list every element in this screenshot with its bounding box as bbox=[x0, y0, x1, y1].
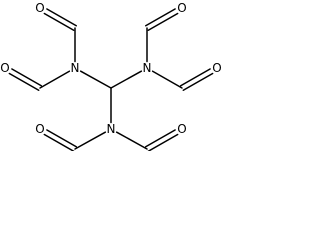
atom-labels-layer: N N N O O O O O O bbox=[0, 1, 221, 136]
nitrogen-atom-label: N bbox=[107, 122, 116, 136]
bond-line bbox=[11, 68, 43, 87]
double-bond-C3-O2 bbox=[8, 68, 43, 92]
single-bond-C1-N1 bbox=[79, 70, 112, 89]
bond-line bbox=[147, 133, 179, 151]
bond-line bbox=[179, 68, 211, 87]
double-bond-C2-O1 bbox=[43, 8, 78, 32]
single-bond-N3-C7 bbox=[115, 131, 148, 150]
bond-line bbox=[74, 131, 107, 150]
single-bond-C1-N2 bbox=[110, 70, 143, 89]
oxygen-atom-label: O bbox=[177, 1, 186, 15]
bond-line bbox=[110, 70, 143, 89]
bond-line bbox=[147, 12, 179, 32]
bond-line bbox=[43, 133, 75, 151]
oxygen-atom-label: O bbox=[35, 122, 44, 136]
bond-line bbox=[46, 129, 78, 148]
bond-line bbox=[182, 72, 214, 92]
bond-line bbox=[39, 70, 71, 89]
single-bond-N3-C6 bbox=[74, 131, 107, 150]
bond-line bbox=[115, 131, 148, 150]
bond-line bbox=[8, 72, 40, 92]
single-bond-N2-C5 bbox=[151, 70, 183, 89]
nitrogen-atom-label: N bbox=[71, 61, 80, 75]
bond-line bbox=[144, 129, 176, 148]
single-bond-N1-C3 bbox=[39, 70, 71, 89]
oxygen-atom-label: O bbox=[212, 61, 221, 75]
molecule-structure-diagram: N N N O O O O O O bbox=[0, 1, 222, 151]
bond-line bbox=[144, 8, 176, 27]
double-bond-C7-O6 bbox=[144, 129, 179, 151]
bond-line bbox=[151, 70, 183, 89]
bond-line bbox=[79, 70, 112, 89]
oxygen-atom-label: O bbox=[35, 1, 44, 15]
bond-line bbox=[46, 8, 78, 27]
nitrogen-atom-label: N bbox=[143, 61, 152, 75]
bonds-layer bbox=[8, 8, 214, 151]
oxygen-atom-label: O bbox=[0, 61, 9, 75]
double-bond-C6-O5 bbox=[43, 129, 78, 151]
double-bond-C5-O4 bbox=[179, 68, 214, 92]
double-bond-C4-O3 bbox=[144, 8, 179, 32]
oxygen-atom-label: O bbox=[177, 122, 186, 136]
bond-line bbox=[43, 12, 75, 32]
